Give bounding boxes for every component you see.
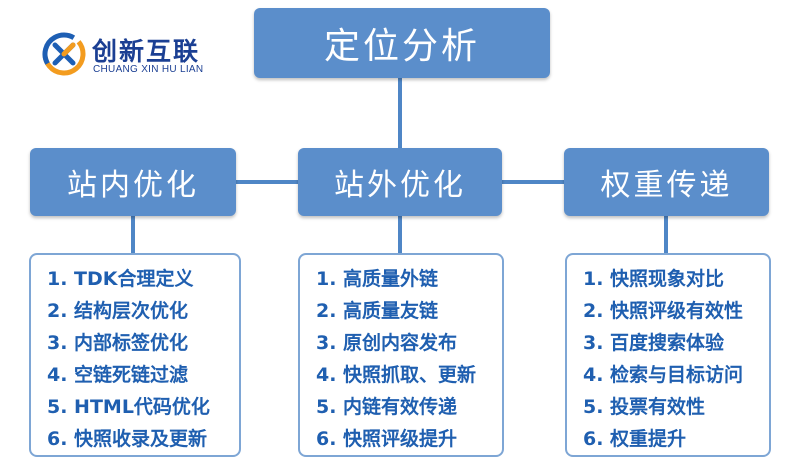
list-item: 4. 检索与目标访问 xyxy=(583,364,744,386)
logo-name-cn: 创新互联 xyxy=(92,37,201,66)
branch-node-label: 站内优化 xyxy=(67,168,199,203)
root-node: 定位分析 xyxy=(254,8,550,78)
list-item: 3. 内部标签优化 xyxy=(47,332,189,354)
list-item: 4. 快照抓取、更新 xyxy=(316,364,477,386)
list-item: 3. 百度搜索体验 xyxy=(583,332,725,354)
branch-node-onsite: 站内优化 xyxy=(30,148,236,216)
branch-node-label: 站外优化 xyxy=(334,168,466,203)
weight-list: 1. 快照现象对比 2. 快照评级有效性 3. 百度搜索体验 4. 检索与目标访… xyxy=(565,253,771,457)
list-item: 2. 结构层次优化 xyxy=(47,300,189,322)
root-node-label: 定位分析 xyxy=(323,26,480,67)
list-item: 6. 权重提升 xyxy=(583,428,687,450)
offsite-list: 1. 高质量外链 2. 高质量友链 3. 原创内容发布 4. 快照抓取、更新 5… xyxy=(298,253,504,457)
list-item: 4. 空链死链过滤 xyxy=(47,364,189,386)
list-item: 1. 快照现象对比 xyxy=(583,268,725,290)
list-item: 1. TDK合理定义 xyxy=(47,268,194,290)
logo-emblem-icon xyxy=(42,32,86,76)
list-item: 2. 高质量友链 xyxy=(316,300,439,322)
logo-name-en: CHUANG XIN HU LIAN xyxy=(93,64,204,75)
list-item: 5. HTML代码优化 xyxy=(47,396,210,418)
branch-node-offsite: 站外优化 xyxy=(298,148,502,216)
branch-node-label: 权重传递 xyxy=(600,168,733,203)
brand-logo: 创新互联 CHUANG XIN HU LIAN xyxy=(42,30,242,86)
list-item: 1. 高质量外链 xyxy=(316,268,439,290)
onsite-list: 1. TDK合理定义 2. 结构层次优化 3. 内部标签优化 4. 空链死链过滤… xyxy=(29,253,241,457)
list-item: 5. 投票有效性 xyxy=(583,396,706,418)
branch-node-weight: 权重传递 xyxy=(564,148,769,216)
list-item: 6. 快照评级提升 xyxy=(316,428,458,450)
list-item: 6. 快照收录及更新 xyxy=(47,428,208,450)
list-item: 5. 内链有效传递 xyxy=(316,396,458,418)
list-item: 2. 快照评级有效性 xyxy=(583,300,744,322)
list-item: 3. 原创内容发布 xyxy=(316,332,458,354)
